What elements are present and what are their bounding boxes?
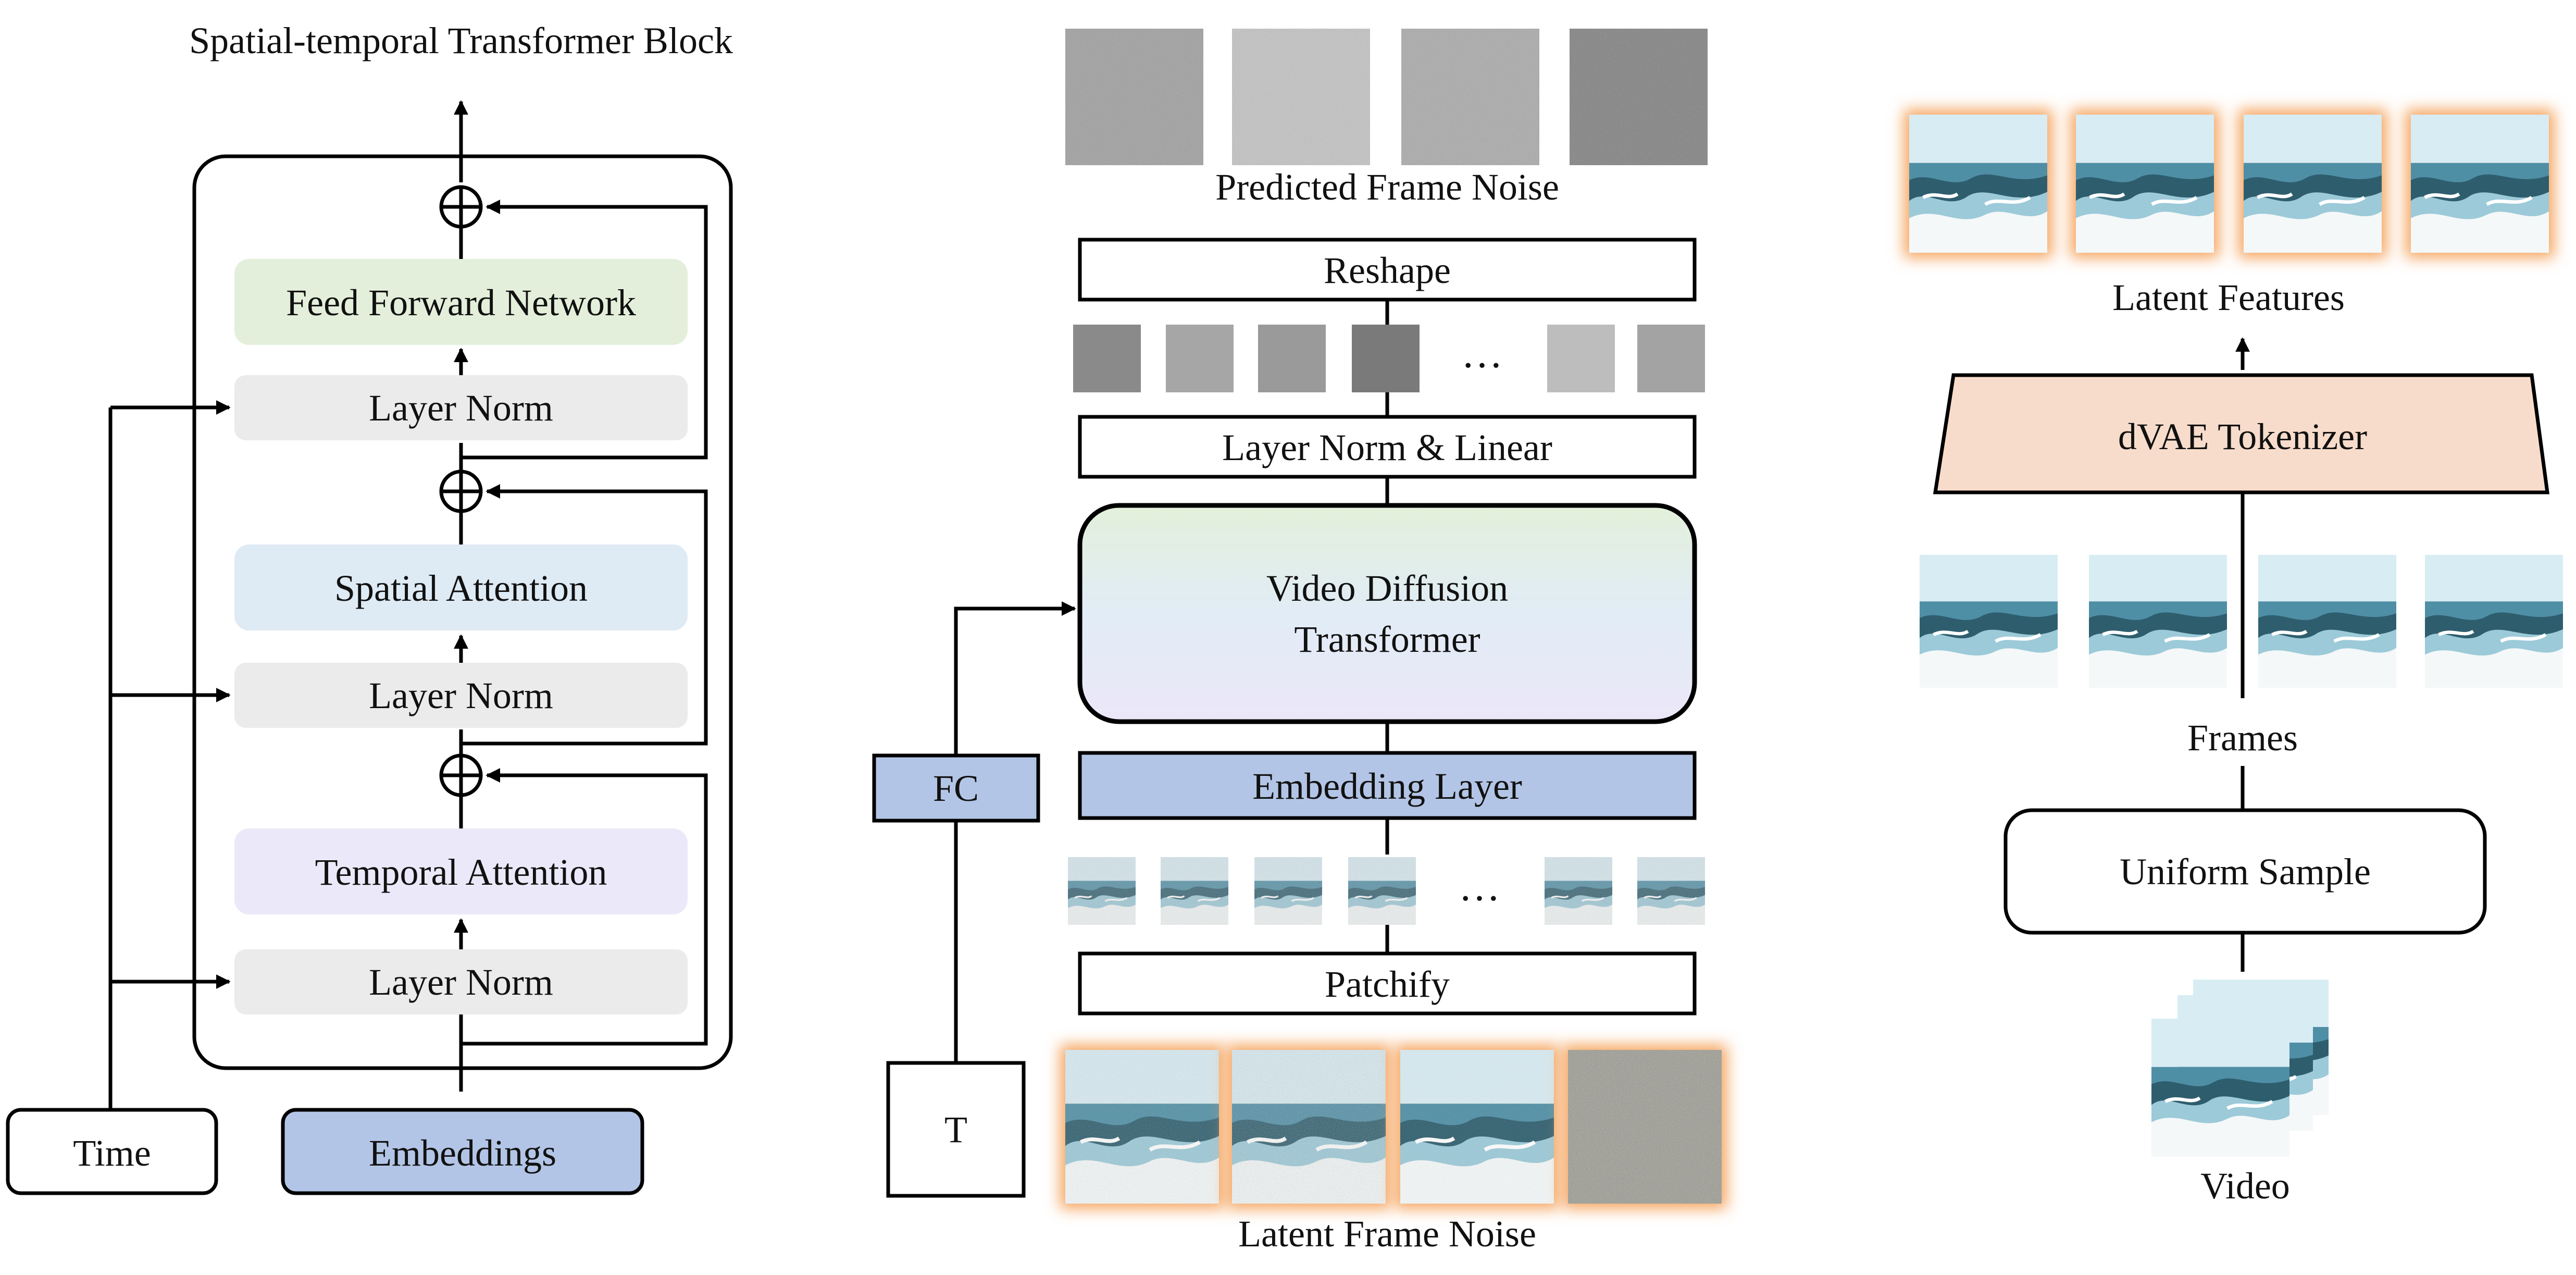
ffn-box [234, 259, 688, 345]
right-panel: Latent Features dVAE Tokenizer Frames Un… [1904, 109, 2563, 1207]
predicted-noise-tile [1232, 29, 1370, 165]
fc-box [872, 753, 1040, 823]
circle-plus-icon [439, 469, 483, 513]
dvae-tokenizer-box [1933, 373, 2549, 494]
patch-row [1068, 857, 1705, 925]
latent-frame-row [1060, 1045, 1727, 1209]
sampled-frame [2425, 555, 2563, 688]
t-box [886, 1061, 1026, 1198]
latent-patch [1068, 857, 1136, 925]
embedding-layer-box [1078, 751, 1697, 820]
middle-panel: Predicted Frame Noise Reshape … Layer No… [872, 29, 1727, 1255]
temporal-attention-label: Temporal Attention [315, 851, 607, 893]
latent-frame [1563, 1045, 1727, 1209]
time-box [6, 1108, 218, 1195]
latent-feature-frame [2071, 109, 2219, 258]
dvae-tokenizer-label: dVAE Tokenizer [2118, 416, 2367, 457]
video-diffusion-transformer-box [1077, 503, 1697, 724]
sampled-frame [2258, 555, 2396, 688]
video-stack [2151, 980, 2329, 1157]
spatial-attention-box [234, 544, 688, 630]
output-token [1547, 325, 1615, 392]
frames-label: Frames [2187, 717, 2298, 759]
ellipsis-bottom: … [1459, 864, 1500, 910]
latent-features-label: Latent Features [2112, 277, 2345, 318]
left-panel: Spatial-temporal Transformer Block Layer… [6, 20, 733, 1195]
latent-patch [1637, 857, 1705, 925]
latent-patch [1254, 857, 1322, 925]
layer-norm-label-1: Layer Norm [369, 961, 553, 1003]
uniform-sample-box [2003, 808, 2487, 935]
vdt-label-line2: Transformer [1294, 618, 1480, 660]
latent-patch [1161, 857, 1228, 925]
embedding-layer-label: Embedding Layer [1252, 765, 1522, 807]
circle-plus-icon [439, 185, 483, 229]
temporal-attention-box [234, 828, 688, 914]
output-token [1073, 325, 1141, 392]
layer-norm-box-3 [234, 375, 688, 440]
layer-norm-label-3: Layer Norm [369, 387, 553, 429]
latent-patch [1348, 857, 1416, 925]
output-token [1258, 325, 1326, 392]
layer-norm-linear-box [1078, 415, 1697, 479]
output-token [1637, 325, 1705, 392]
output-token [1166, 325, 1234, 392]
latent-noise-label: Latent Frame Noise [1238, 1213, 1536, 1255]
fc-label: FC [933, 768, 979, 809]
latent-feature-frame [2238, 109, 2387, 258]
reshape-box [1078, 238, 1697, 302]
t-label: T [944, 1109, 967, 1150]
layer-norm-label-2: Layer Norm [369, 675, 553, 716]
embeddings-label: Embeddings [369, 1132, 556, 1174]
layer-norm-box-1 [234, 949, 688, 1014]
predicted-noise-tile [1570, 29, 1708, 165]
uniform-sample-label: Uniform Sample [2120, 851, 2371, 893]
layer-norm-box-2 [234, 663, 688, 728]
spatial-attention-label: Spatial Attention [334, 567, 588, 609]
video-label: Video [2200, 1165, 2290, 1207]
latent-feature-row [1904, 109, 2554, 258]
predicted-noise-label: Predicted Frame Noise [1215, 166, 1559, 208]
latent-frame [1060, 1045, 1224, 1209]
latent-frame [1227, 1045, 1391, 1209]
patchify-label: Patchify [1325, 963, 1450, 1005]
latent-patch [1545, 857, 1612, 925]
time-label: Time [73, 1132, 151, 1174]
circle-plus-icon [439, 753, 483, 797]
predicted-noise-row [1065, 29, 1708, 165]
layer-norm-linear-label: Layer Norm & Linear [1222, 427, 1552, 468]
latent-feature-frame [2406, 109, 2554, 258]
reshape-label: Reshape [1324, 250, 1451, 291]
vdt-label-line1: Video Diffusion [1266, 567, 1508, 609]
predicted-noise-tile [1401, 29, 1539, 165]
output-token-row [1073, 325, 1705, 392]
latent-feature-frame [1904, 109, 2052, 258]
embeddings-box [281, 1108, 644, 1195]
predicted-noise-tile [1065, 29, 1203, 165]
sampled-frame [2089, 555, 2227, 688]
output-token [1352, 325, 1420, 392]
ellipsis-top: … [1461, 331, 1503, 377]
sampled-frame [1920, 555, 2058, 688]
ffn-label: Feed Forward Network [286, 282, 636, 324]
patchify-box [1078, 951, 1697, 1016]
block-title: Spatial-temporal Transformer Block [189, 20, 733, 61]
latent-frame [1395, 1045, 1559, 1209]
